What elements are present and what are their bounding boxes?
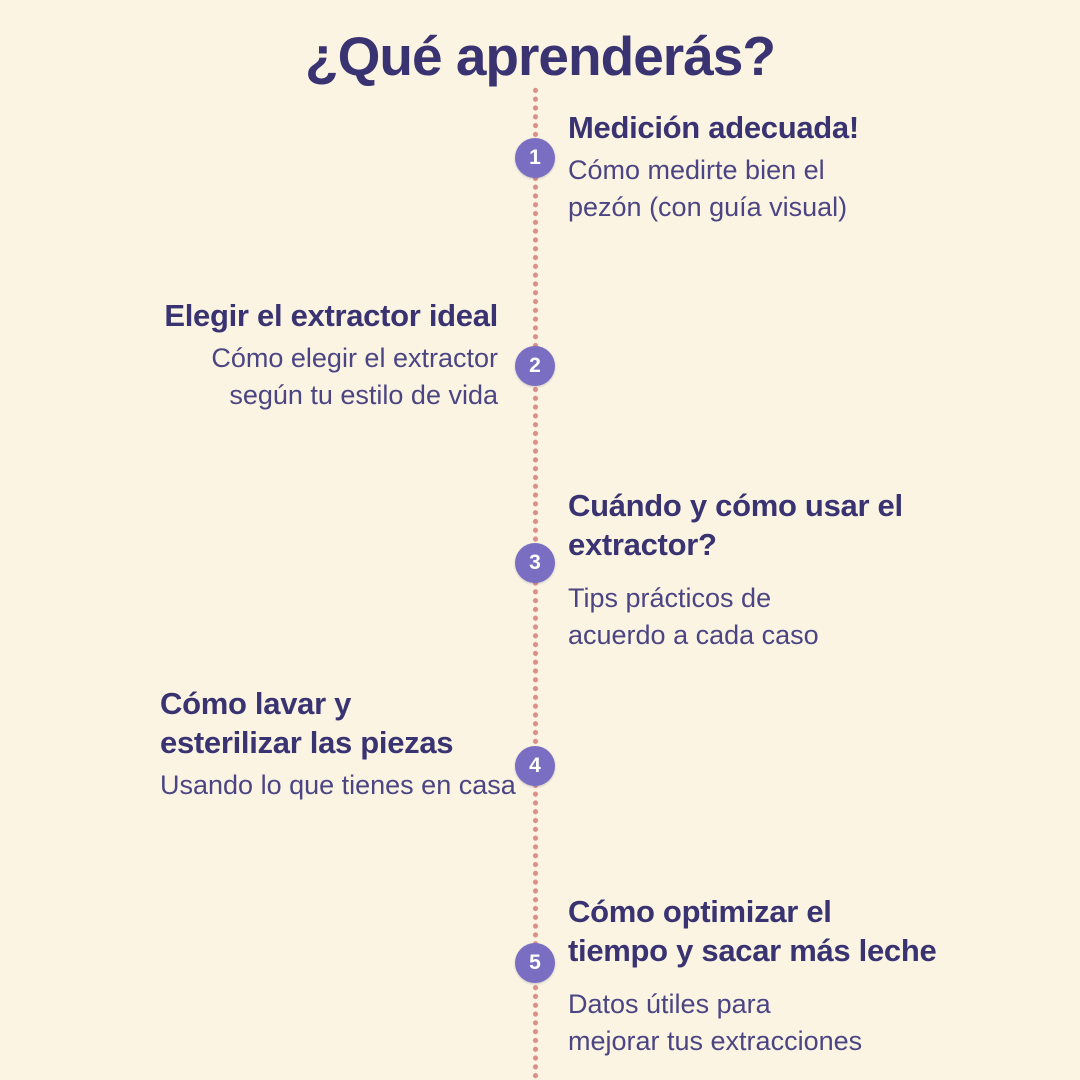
- timeline-item-heading: Cómo optimizar el tiempo y sacar más lec…: [568, 892, 1008, 970]
- body-line: Usando lo que tienes en casa: [160, 770, 516, 800]
- timeline-item-1: Medición adecuada! Cómo medirte bien el …: [568, 108, 998, 226]
- heading-line: Cómo optimizar el: [568, 894, 832, 929]
- body-line: según tu estilo de vida: [229, 380, 498, 410]
- timeline-item-heading: Cuándo y cómo usar el extractor?: [568, 486, 998, 564]
- timeline-item-body: Usando lo que tienes en casa: [160, 767, 540, 804]
- timeline-item-body: Datos útiles para mejorar tus extraccion…: [568, 986, 1008, 1060]
- node-number: 3: [529, 551, 541, 574]
- body-line: acuerdo a cada caso: [568, 620, 819, 650]
- body-line: Datos útiles para: [568, 989, 771, 1019]
- node-number: 4: [529, 754, 541, 777]
- body-line: Cómo elegir el extractor: [211, 343, 498, 373]
- node-number: 2: [529, 354, 541, 377]
- body-line: Cómo medirte bien el: [568, 155, 825, 185]
- body-line: mejorar tus extracciones: [568, 1026, 863, 1056]
- timeline-item-5: Cómo optimizar el tiempo y sacar más lec…: [568, 892, 1008, 1060]
- timeline-item-body: Cómo medirte bien el pezón (con guía vis…: [568, 152, 998, 226]
- timeline-item-3: Cuándo y cómo usar el extractor? Tips pr…: [568, 486, 998, 654]
- timeline-node-1: 1: [515, 138, 555, 178]
- heading-line: Cuándo y cómo usar el: [568, 488, 903, 523]
- timeline-item-heading: Medición adecuada!: [568, 108, 998, 147]
- heading-line: Elegir el extractor ideal: [164, 298, 498, 333]
- page-title: ¿Qué aprenderás?: [305, 25, 776, 87]
- timeline-dotted-line: [532, 86, 539, 1080]
- heading-line: tiempo y sacar más leche: [568, 933, 937, 968]
- timeline-node-5: 5: [515, 943, 555, 983]
- timeline-item-heading: Cómo lavar y esterilizar las piezas: [160, 684, 540, 762]
- timeline-item-body: Tips prácticos de acuerdo a cada caso: [568, 580, 998, 654]
- node-number: 1: [529, 146, 541, 169]
- timeline-node-3: 3: [515, 543, 555, 583]
- timeline-item-2: Elegir el extractor ideal Cómo elegir el…: [98, 296, 498, 414]
- body-line: pezón (con guía visual): [568, 192, 848, 222]
- timeline-item-body: Cómo elegir el extractor según tu estilo…: [98, 340, 498, 414]
- node-number: 5: [529, 951, 541, 974]
- heading-line: Cómo lavar y: [160, 686, 352, 721]
- timeline-node-2: 2: [515, 346, 555, 386]
- heading-line: esterilizar las piezas: [160, 725, 454, 760]
- heading-line: extractor?: [568, 527, 717, 562]
- body-line: Tips prácticos de: [568, 583, 772, 613]
- timeline-item-heading: Elegir el extractor ideal: [98, 296, 498, 335]
- timeline-node-4: 4: [515, 746, 555, 786]
- heading-line: Medición adecuada!: [568, 110, 859, 145]
- timeline-item-4: Cómo lavar y esterilizar las piezas Usan…: [160, 684, 540, 804]
